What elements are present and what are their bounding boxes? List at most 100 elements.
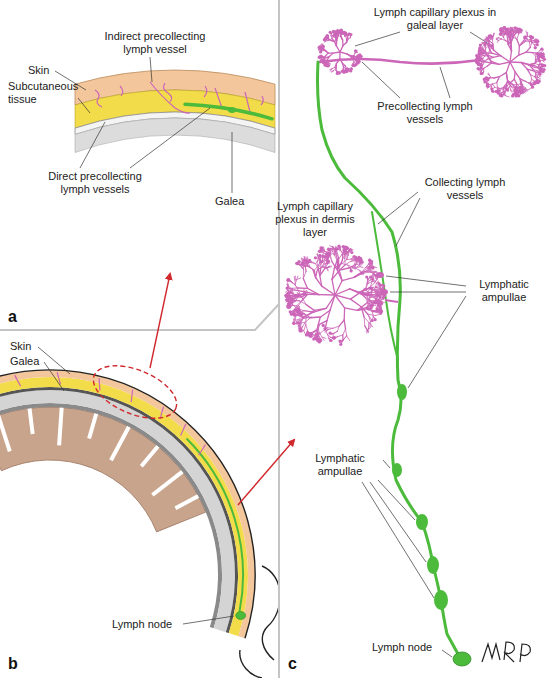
capillary (515, 90, 518, 92)
capillary (307, 288, 319, 294)
capillary (323, 47, 325, 48)
capillary (342, 33, 344, 34)
capillary (534, 71, 539, 73)
capillary-end (322, 45, 325, 48)
capillary (327, 38, 329, 40)
capillary (506, 73, 507, 82)
capillary (337, 36, 338, 40)
capillary (496, 89, 499, 92)
galea-layer (0, 387, 238, 633)
capillary (504, 33, 505, 35)
capillary (529, 83, 531, 86)
capillary (373, 311, 378, 312)
capillary-end (329, 339, 332, 342)
capillary (485, 49, 487, 51)
capillary (541, 64, 542, 66)
capillary (298, 287, 308, 289)
capillary (325, 38, 326, 40)
capillary (488, 85, 490, 86)
capillary (343, 32, 345, 33)
capillary (347, 336, 350, 341)
capillary (503, 87, 504, 92)
capillary (344, 70, 345, 72)
capillary-end (514, 26, 517, 29)
precollecting-vessel (199, 445, 206, 456)
capillary (504, 33, 506, 35)
capillary (328, 40, 331, 41)
capillary (333, 326, 339, 328)
capillary (508, 87, 510, 89)
capillary (342, 335, 343, 340)
capillary (503, 87, 505, 92)
capillary-end (486, 82, 489, 85)
leader-line (408, 296, 466, 388)
capillary (368, 288, 370, 292)
capillary (485, 38, 487, 40)
leader-line (78, 98, 90, 113)
capillary (484, 55, 488, 56)
capillary (334, 33, 336, 35)
capillary-end (293, 322, 296, 325)
capillary (535, 60, 536, 62)
capillary (487, 39, 489, 42)
capillary (506, 28, 508, 31)
capillary (516, 86, 519, 87)
capillary (337, 72, 339, 73)
capillary-end (329, 31, 332, 34)
capillary (528, 88, 531, 89)
signature (482, 642, 530, 662)
capillary (351, 56, 355, 58)
capillary (325, 50, 328, 53)
capillary (497, 37, 499, 38)
capillary-end (503, 26, 506, 29)
capillary (491, 63, 499, 64)
sulcus (111, 427, 129, 461)
capillary (512, 84, 515, 88)
capillary (521, 84, 524, 85)
capillary (536, 56, 539, 58)
capillary (510, 36, 513, 37)
collecting-vessel (187, 439, 244, 612)
capillary (500, 34, 502, 35)
capillary (534, 66, 538, 67)
capillary-end (314, 337, 317, 340)
capillary-end (477, 63, 480, 66)
capillary (334, 33, 335, 34)
capillary (319, 294, 335, 296)
capillary (515, 72, 520, 79)
capillary (332, 67, 335, 68)
capillary (510, 79, 514, 83)
capillary (339, 320, 344, 326)
capillary (311, 317, 320, 318)
capillary (354, 64, 355, 65)
leader-line (183, 616, 234, 624)
capillary (377, 277, 379, 280)
capillary (335, 40, 337, 46)
capillary (344, 336, 347, 340)
capillary (480, 55, 482, 57)
capillary (305, 317, 306, 325)
capillary (496, 39, 499, 40)
capillary (537, 54, 538, 56)
capillary (298, 291, 307, 293)
capillary (297, 276, 298, 280)
lymph-network (318, 59, 531, 666)
capillary (539, 55, 540, 57)
capillary (510, 89, 512, 91)
capillary (305, 266, 307, 271)
capillary (346, 35, 348, 37)
capillary (532, 79, 534, 81)
capillary (341, 36, 343, 40)
capillary (372, 312, 373, 317)
bone-layer (75, 118, 275, 152)
capillary-end (319, 47, 322, 50)
leader-line (390, 292, 466, 293)
collecting-vessel (318, 62, 459, 654)
capillary (538, 55, 540, 57)
capillary (532, 84, 535, 85)
capillary (338, 335, 343, 337)
capillary (334, 33, 336, 34)
capillary (506, 62, 510, 73)
capillary (327, 334, 330, 337)
capillary (485, 45, 486, 48)
